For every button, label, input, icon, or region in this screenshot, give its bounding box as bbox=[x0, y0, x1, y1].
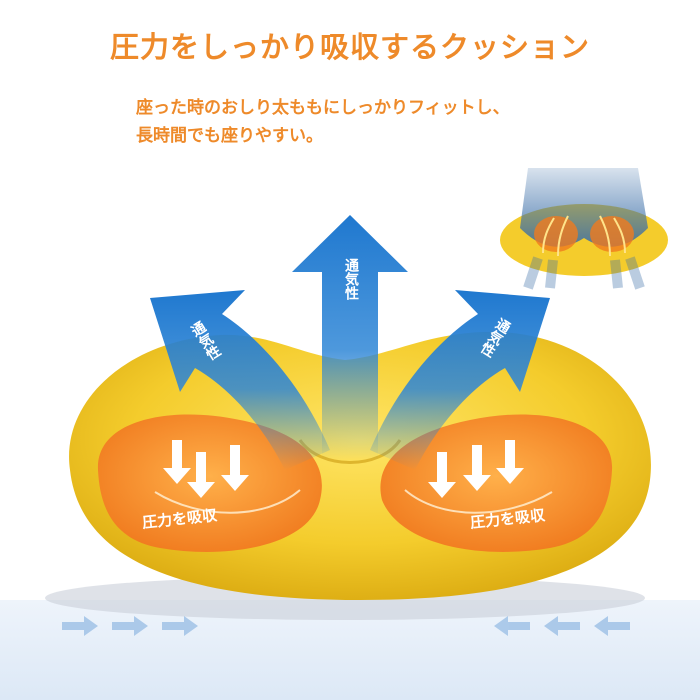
pressure-pad-right bbox=[380, 414, 613, 552]
inset-lower-legs bbox=[523, 256, 645, 290]
seated-person-inset bbox=[500, 168, 668, 290]
inset-pad-right bbox=[590, 216, 634, 252]
subtitle-line-1: 座った時のおしり太ももにしっかりフィットし、 bbox=[136, 98, 510, 118]
floor-arrows-left bbox=[62, 616, 198, 636]
page-title: 圧力をしっかり吸収するクッション bbox=[109, 30, 590, 64]
pad-curve-left bbox=[154, 489, 301, 514]
page-subtitle: 座った時のおしり太ももにしっかりフィットし、 長時間でも座りやすい。 bbox=[136, 94, 596, 150]
ventilation-arrow-center bbox=[292, 215, 408, 460]
inset-flow-lines bbox=[542, 215, 626, 257]
ventilation-label-center: 通気性 bbox=[343, 258, 359, 300]
floor-arrows-right bbox=[494, 616, 630, 636]
ventilation-arrow-right bbox=[370, 290, 550, 470]
ventilation-arrow-left bbox=[150, 290, 330, 470]
pad-curve-right bbox=[404, 489, 553, 514]
inset-pad-left bbox=[534, 216, 578, 252]
down-arrows-left bbox=[163, 440, 249, 498]
down-arrows-right bbox=[428, 440, 524, 498]
subtitle-line-2: 長時間でも座りやすい。 bbox=[136, 126, 323, 146]
